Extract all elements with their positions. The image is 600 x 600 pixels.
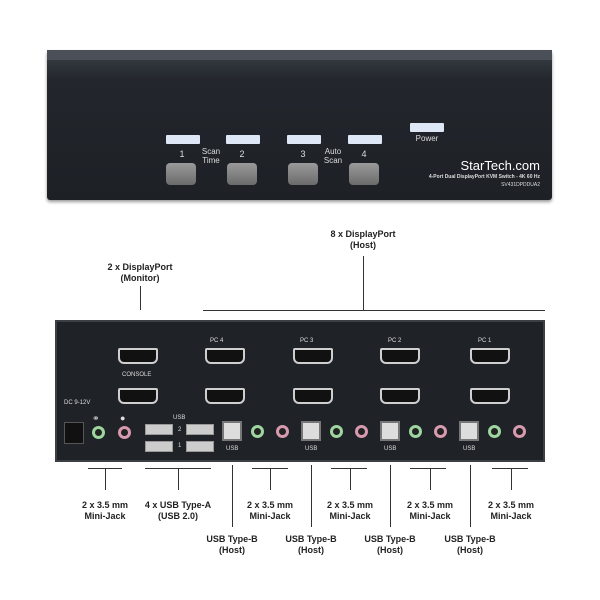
pc2-minijack-callout: 2 x 3.5 mm Mini-Jack: [406, 500, 454, 521]
port-2-button[interactable]: [227, 163, 257, 185]
port-3-led: [287, 135, 321, 144]
callout-line: [270, 468, 271, 490]
pc2-label: PC 2: [388, 338, 402, 344]
callout-line: [232, 465, 233, 527]
pc3-displayport-2: [293, 388, 333, 404]
button-3-label: 3: [300, 149, 306, 159]
pc1-label: PC 1: [478, 338, 492, 344]
model-number: SV431DPDDUA2: [501, 182, 540, 188]
callout-line: [390, 465, 391, 527]
button-1-label: 1: [179, 149, 185, 159]
callout-line: [178, 468, 179, 490]
dc-power-jack: [64, 422, 84, 444]
port-3-button[interactable]: [288, 163, 318, 185]
scan-time-label: Scan Time: [201, 147, 221, 165]
usb-b-label: USB: [384, 446, 397, 452]
port-1-led: [166, 135, 200, 144]
callout-line: [511, 468, 512, 490]
front-top-edge: [47, 50, 552, 60]
usb-a-port: [186, 441, 214, 452]
pc4-minijack-callout: 2 x 3.5 mm Mini-Jack: [246, 500, 294, 521]
pc1-usb-b-port: [459, 421, 479, 441]
pc2-headphone-jack: [409, 425, 422, 438]
pc2-displayport-2: [380, 388, 420, 404]
usb-port-2-label: 2: [178, 427, 182, 433]
host-displayport-callout: 8 x DisplayPort (Host): [330, 229, 396, 250]
callout-line: [363, 256, 364, 310]
pc4-displayport-1: [205, 348, 245, 364]
callout-line: [140, 286, 141, 310]
pc3-displayport-1: [293, 348, 333, 364]
port-4-button[interactable]: [349, 163, 379, 185]
callout-line: [331, 468, 367, 469]
callout-line: [311, 465, 312, 527]
power-label: Power: [415, 134, 439, 143]
console-displayport-1: [118, 348, 158, 364]
monitor-displayport-callout: 2 x DisplayPort (Monitor): [107, 262, 173, 283]
pc1-displayport-2: [470, 388, 510, 404]
pc3-usb-b-callout: USB Type-B (Host): [285, 534, 337, 555]
callout-line: [470, 465, 471, 527]
pc2-displayport-1: [380, 348, 420, 364]
button-4-label: 4: [361, 149, 367, 159]
callout-line: [410, 468, 446, 469]
pc4-label: PC 4: [210, 338, 224, 344]
console-minijack-callout: 2 x 3.5 mm Mini-Jack: [81, 500, 129, 521]
pc3-mic-jack: [355, 425, 368, 438]
pc4-headphone-jack: [251, 425, 264, 438]
pc1-usb-b-callout: USB Type-B (Host): [444, 534, 496, 555]
brand-logo: StarTech.com: [460, 158, 540, 173]
pc1-headphone-jack: [488, 425, 501, 438]
usb-a-callout: 4 x USB Type-A (USB 2.0): [144, 500, 212, 521]
pc3-headphone-jack: [330, 425, 343, 438]
pc4-usb-b-callout: USB Type-B (Host): [206, 534, 258, 555]
model-description: 4-Port Dual DisplayPort KVM Switch - 4K …: [428, 174, 540, 180]
callout-line: [105, 468, 106, 490]
pc4-usb-b-port: [222, 421, 242, 441]
usb-port-1-label: 1: [178, 443, 182, 449]
pc2-mic-jack: [434, 425, 447, 438]
pc3-label: PC 3: [300, 338, 314, 344]
usb-b-label: USB: [305, 446, 318, 452]
usb-a-port: [186, 424, 214, 435]
pc2-usb-b-callout: USB Type-B (Host): [364, 534, 416, 555]
pc4-mic-jack: [276, 425, 289, 438]
pc1-minijack-callout: 2 x 3.5 mm Mini-Jack: [487, 500, 535, 521]
pc2-usb-b-port: [380, 421, 400, 441]
pc3-usb-b-port: [301, 421, 321, 441]
console-displayport-2: [118, 388, 158, 404]
headphone-icon: ⚭: [92, 413, 100, 423]
port-2-led: [226, 135, 260, 144]
button-2-label: 2: [239, 149, 245, 159]
usb-a-port: [145, 441, 173, 452]
power-led: [410, 123, 444, 132]
auto-scan-label: Auto Scan: [323, 147, 343, 165]
port-4-led: [348, 135, 382, 144]
usb-label: USB: [173, 415, 186, 421]
console-label: CONSOLE: [122, 372, 152, 378]
callout-line: [203, 310, 545, 311]
pc1-displayport-1: [470, 348, 510, 364]
pc4-displayport-2: [205, 388, 245, 404]
dc-label: DC 9-12V: [64, 400, 91, 406]
usb-a-port: [145, 424, 173, 435]
port-1-button[interactable]: [166, 163, 196, 185]
pc3-minijack-callout: 2 x 3.5 mm Mini-Jack: [326, 500, 374, 521]
microphone-icon: ●: [120, 413, 126, 423]
callout-line: [350, 468, 351, 490]
console-headphone-jack: [92, 426, 105, 439]
callout-line: [492, 468, 528, 469]
callout-line: [430, 468, 431, 490]
pc1-mic-jack: [513, 425, 526, 438]
console-mic-jack: [118, 426, 131, 439]
usb-b-label: USB: [226, 446, 239, 452]
usb-b-label: USB: [463, 446, 476, 452]
